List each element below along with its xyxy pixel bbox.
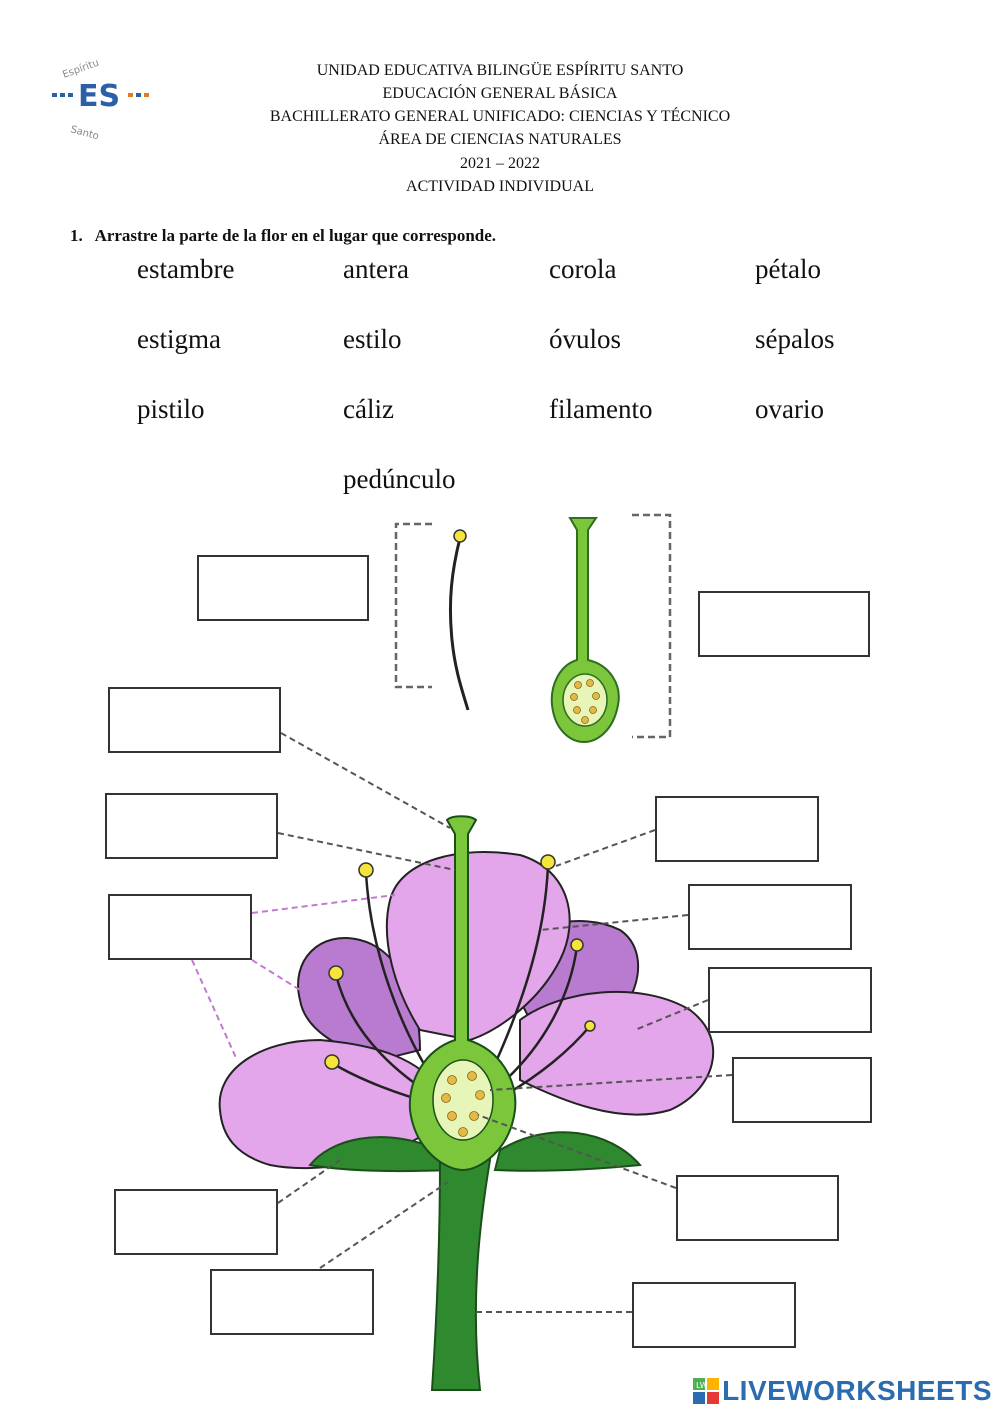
word-ovulos[interactable]: óvulos [549, 324, 622, 354]
answer-box-13[interactable] [632, 1282, 796, 1348]
flower [218, 815, 715, 1391]
word-antera[interactable]: antera [343, 254, 409, 284]
pistil-illustration [550, 513, 672, 744]
answer-box-6[interactable] [108, 894, 252, 960]
answer-box-2[interactable] [698, 591, 870, 657]
instruction: 1. Arrastre la parte de la flor en el lu… [70, 226, 496, 246]
instruction-number: 1. [70, 226, 83, 245]
answer-box-5[interactable] [655, 796, 819, 862]
word-ovario[interactable]: ovario [755, 394, 824, 424]
answer-box-7[interactable] [688, 884, 852, 950]
anther-icon [453, 529, 467, 543]
word-sepalos[interactable]: sépalos [755, 324, 835, 354]
word-caliz[interactable]: cáliz [343, 394, 394, 424]
liveworksheets-logo-icon: LW [693, 1378, 720, 1404]
header-program: BACHILLERATO GENERAL UNIFICADO: CIENCIAS… [269, 108, 731, 125]
instruction-text: Arrastre la parte de la flor en el lugar… [94, 226, 497, 245]
logo-letters: ES [78, 79, 120, 114]
petal-pointer-lines [191, 894, 396, 1061]
pointer-lines [277, 732, 733, 1313]
header-level: EDUCACIÓN GENERAL BÁSICA [382, 85, 618, 102]
answer-box-12[interactable] [210, 1269, 374, 1335]
word-estigma[interactable]: estigma [137, 324, 221, 354]
answer-box-1[interactable] [197, 555, 369, 621]
liveworksheets-brand: LW LIVEWORKSHEETS [693, 1371, 992, 1411]
word-corola[interactable]: corola [549, 254, 617, 284]
word-pistilo[interactable]: pistilo [137, 394, 205, 424]
word-estambre[interactable]: estambre [137, 254, 235, 284]
stamen-illustration [394, 522, 470, 711]
word-estilo[interactable]: estilo [343, 324, 402, 354]
header-activity: ACTIVIDAD INDIVIDUAL [406, 178, 594, 195]
liveworksheets-wordmark: LIVEWORKSHEETS [722, 1375, 992, 1406]
answer-box-10[interactable] [676, 1175, 839, 1241]
header-year: 2021 – 2022 [460, 155, 540, 172]
answer-box-4[interactable] [105, 793, 278, 859]
word-petalo[interactable]: pétalo [755, 254, 821, 284]
liveworksheets-badge: LW [696, 1381, 708, 1390]
word-peduncullo[interactable]: pedúnculo [343, 464, 456, 494]
answer-box-9[interactable] [732, 1057, 872, 1123]
answer-box-3[interactable] [108, 687, 281, 753]
header-area: ÁREA DE CIENCIAS NATURALES [378, 131, 622, 148]
school-logo: Espíritu Santo ES [40, 40, 170, 150]
answer-box-8[interactable] [708, 967, 872, 1033]
word-filamento[interactable]: filamento [549, 394, 653, 424]
header-school: UNIDAD EDUCATIVA BILINGÜE ESPÍRITU SANTO [316, 62, 684, 79]
answer-box-11[interactable] [114, 1189, 278, 1255]
